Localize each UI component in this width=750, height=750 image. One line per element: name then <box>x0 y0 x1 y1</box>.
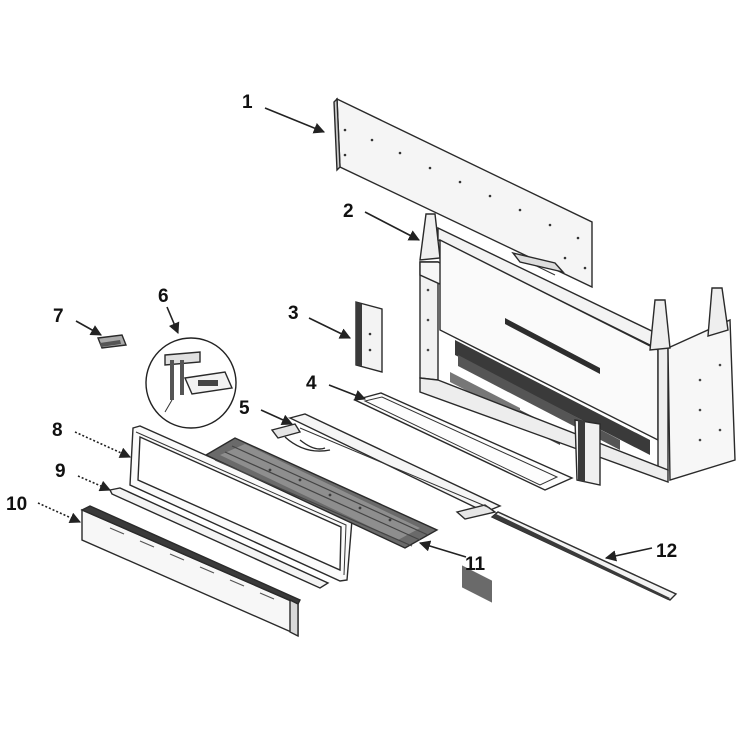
part-7-clip <box>97 334 127 349</box>
leader-7 <box>75 320 102 336</box>
part-3-control-panel <box>355 301 383 373</box>
callout-1: 1 <box>242 92 253 113</box>
part-10-louver-panel <box>80 505 301 638</box>
callout-12: 12 <box>656 541 677 562</box>
callout-4: 4 <box>306 373 317 394</box>
part-1-back-panel <box>333 97 593 289</box>
callout-9: 9 <box>55 461 66 482</box>
callout-3: 3 <box>288 303 299 324</box>
part-6-detail-callout <box>145 337 237 429</box>
leader-4 <box>328 384 367 401</box>
leader-lines <box>37 107 653 562</box>
part-2-firebox-frame <box>419 213 736 603</box>
callout-labels: 1 2 3 4 5 6 7 8 9 10 11 12 <box>6 92 677 575</box>
leader-6 <box>166 306 180 335</box>
part-12-rail <box>490 511 678 601</box>
callout-11: 11 <box>465 554 486 575</box>
leader-1 <box>264 107 326 134</box>
callout-2: 2 <box>343 201 354 222</box>
leader-12 <box>604 547 653 562</box>
leader-3 <box>308 317 352 339</box>
callout-6: 6 <box>158 286 169 307</box>
part-4-inner-frame <box>352 392 574 491</box>
callout-7: 7 <box>53 306 64 327</box>
leader-9 <box>77 475 112 492</box>
part-9-trim-strip <box>108 487 330 589</box>
callout-8: 8 <box>52 420 63 441</box>
leader-5 <box>260 409 294 425</box>
leader-8 <box>74 431 132 458</box>
leader-11 <box>418 540 467 558</box>
part-5-rail-bracket <box>270 413 502 520</box>
callout-5: 5 <box>239 398 250 419</box>
leader-2 <box>364 211 420 241</box>
callout-10: 10 <box>6 494 27 515</box>
part-8-front-glass-frame <box>129 425 353 582</box>
part-11-ember-bed <box>204 437 439 549</box>
leader-10 <box>37 502 82 523</box>
